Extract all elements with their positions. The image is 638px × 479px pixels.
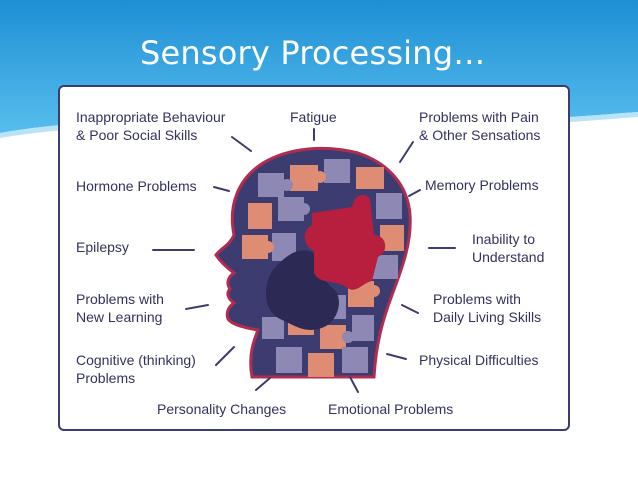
label-daily-living: Problems with Daily Living Skills — [433, 291, 542, 325]
label-inappropriate-behaviour: Inappropriate Behaviour & Poor Social Sk… — [76, 109, 226, 143]
connector-physical — [386, 353, 407, 360]
head-illustration — [214, 146, 412, 379]
label-cognitive: Cognitive (thinking) Problems — [76, 352, 196, 386]
connector-behaviour — [231, 136, 252, 152]
puzzle-pieces — [242, 159, 404, 377]
label-emotional-problems: Emotional Problems — [328, 401, 454, 417]
connector-hormone — [213, 186, 230, 192]
label-memory-problems: Memory Problems — [425, 177, 539, 193]
connector-personality — [255, 377, 271, 391]
label-problems-pain: Problems with Pain & Other Sensations — [419, 109, 541, 143]
label-physical-difficulties: Physical Difficulties — [419, 352, 539, 368]
label-new-learning: Problems with New Learning — [76, 291, 164, 325]
connector-learning — [185, 304, 209, 310]
connector-pain — [399, 141, 414, 163]
label-hormone-problems: Hormone Problems — [76, 178, 197, 194]
connector-emotional — [349, 376, 359, 393]
label-inability-understand: Inability to Understand — [472, 231, 545, 265]
label-personality-changes: Personality Changes — [157, 401, 287, 417]
connector-daily — [401, 304, 419, 314]
slide-title: Sensory Processing… — [140, 34, 486, 72]
sensory-diagram — [152, 128, 456, 393]
connector-cognitive — [215, 346, 235, 366]
connector-memory — [408, 189, 421, 197]
label-epilepsy: Epilepsy — [76, 239, 129, 255]
label-fatigue: Fatigue — [290, 109, 337, 125]
